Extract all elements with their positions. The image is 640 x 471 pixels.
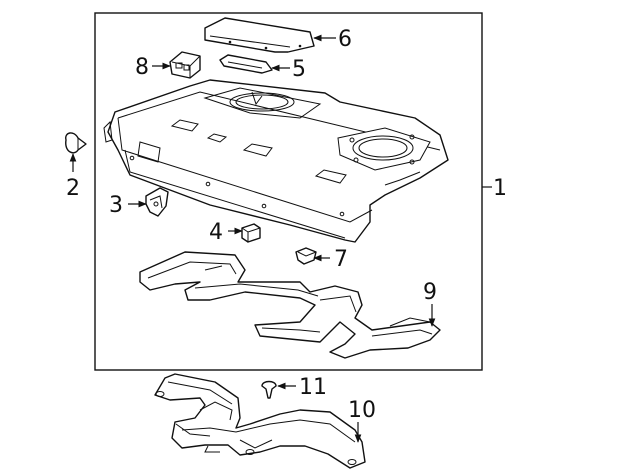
part-2-push-pin [65,132,87,154]
part-10-air-duct [154,373,366,469]
part-11-retainer [261,380,277,399]
part-7-clip [295,247,317,265]
callout-11: 11 [299,375,327,400]
callout-1: 1 [493,176,507,201]
callout-9: 9 [423,280,437,305]
callout-6: 6 [338,27,352,52]
callout-4: 4 [209,220,223,245]
part-8-bracket [169,51,201,79]
part-9-insulator-mat [139,251,441,359]
callout-2: 2 [66,176,80,201]
callout-3: 3 [109,193,123,218]
part-3-latch [145,187,169,217]
part-4-retainer [241,223,261,243]
callout-7: 7 [334,247,348,272]
callout-8: 8 [135,55,149,80]
callout-10: 10 [348,398,376,423]
callout-5: 5 [292,57,306,82]
part-6-cover-panel [204,17,315,53]
assembly-frame [94,12,483,371]
part-1-package-tray [103,79,449,243]
part-5-small-cover [219,54,273,74]
